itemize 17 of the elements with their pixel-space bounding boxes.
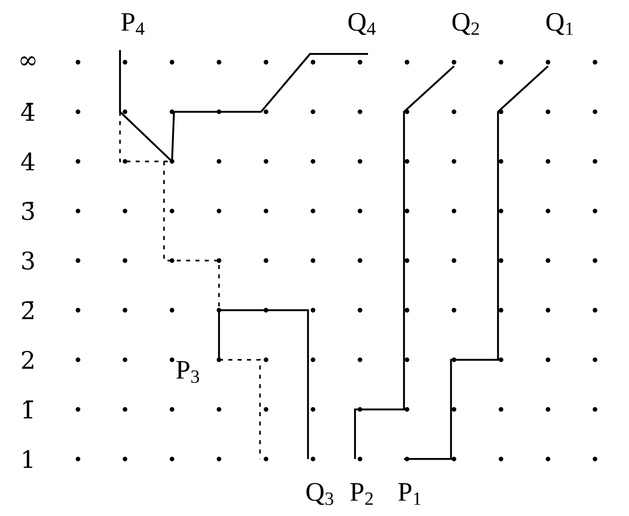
row-label: 1̄ xyxy=(23,400,34,418)
point-label: Q$_{4}$ xyxy=(348,13,376,35)
row-label: 2̄ xyxy=(22,301,34,320)
row-label: ∞ xyxy=(20,56,36,66)
row-label: 4 xyxy=(21,152,34,170)
point-label: P$_{1}$ xyxy=(398,483,421,505)
point-label: P$_{2}$ xyxy=(350,483,373,505)
row-label: 3̄ xyxy=(22,202,34,220)
point-label: P$_{3}$ xyxy=(176,361,200,383)
point-label: Q$_{1}$ xyxy=(546,13,573,35)
point-label: Q$_{2}$ xyxy=(452,13,479,35)
row-label: 2 xyxy=(22,350,34,369)
point-label: Q$_{3}$ xyxy=(306,483,334,505)
row-label: 4̄ xyxy=(21,102,34,121)
row-label: 3 xyxy=(22,252,34,270)
row-label: 1 xyxy=(23,450,32,468)
point-label: P$_{4}$ xyxy=(121,13,144,35)
